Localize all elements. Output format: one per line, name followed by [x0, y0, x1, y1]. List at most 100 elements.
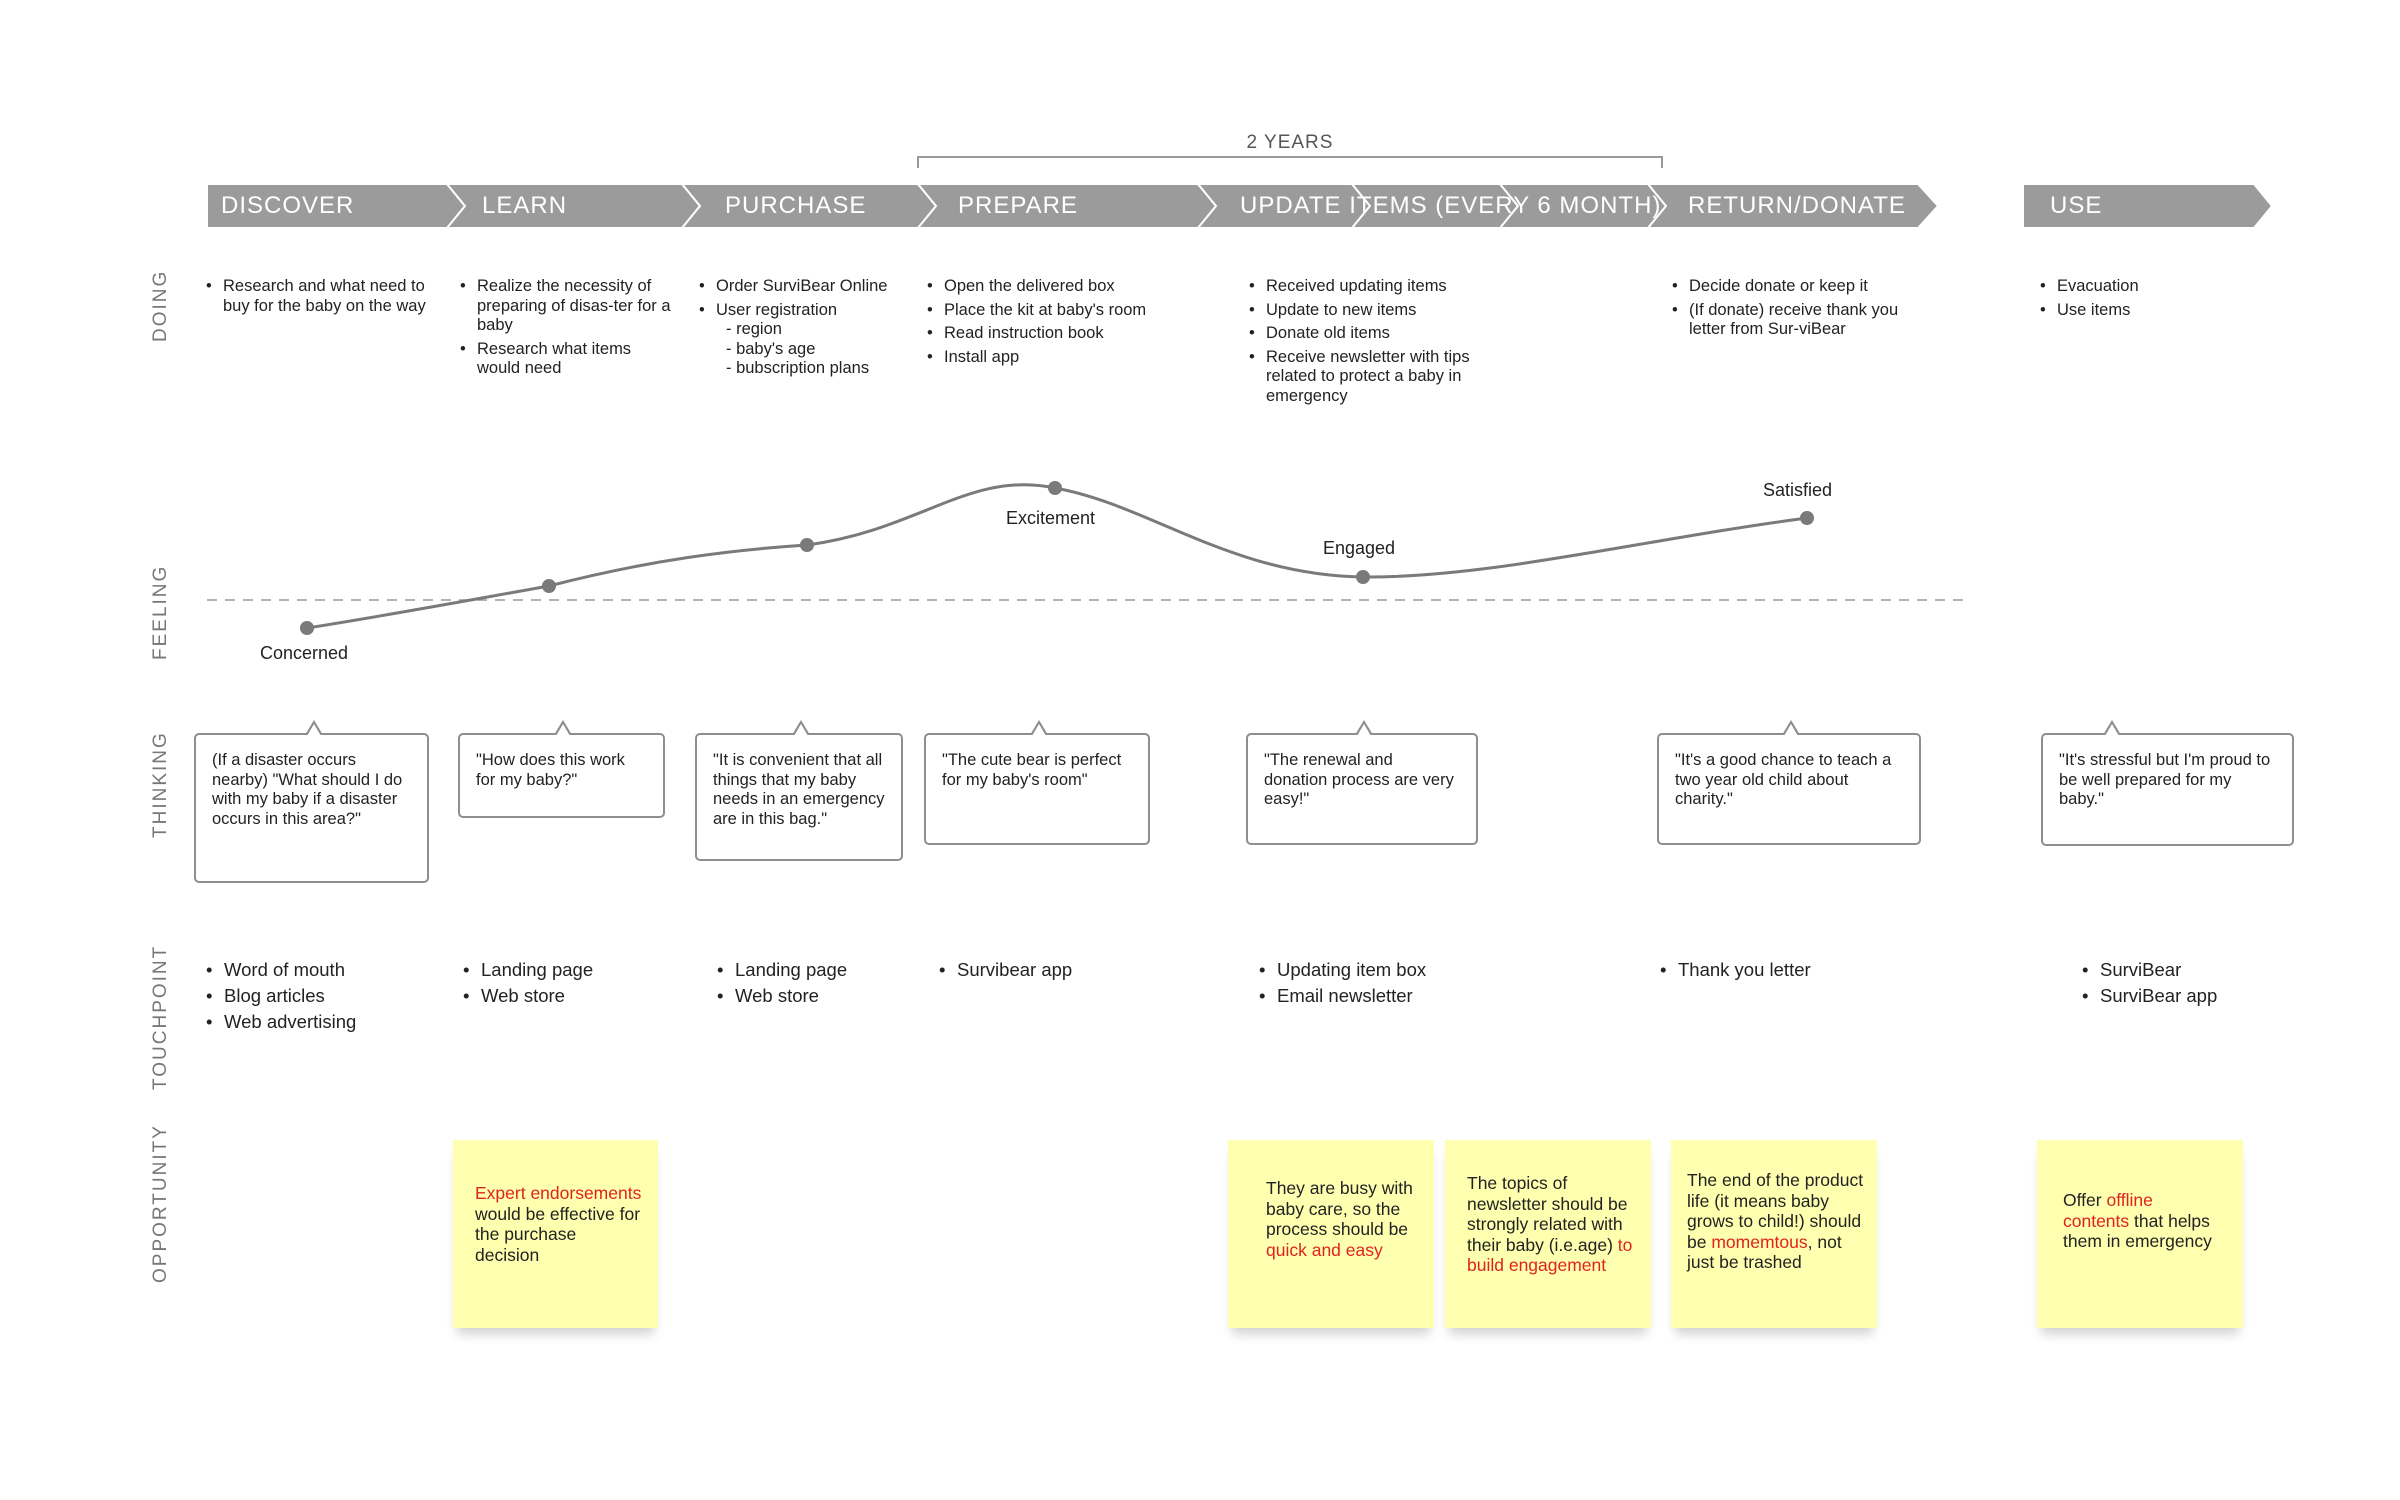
- thought-bubble-return: "It's a good chance to teach a two year …: [1657, 720, 1921, 845]
- list-item: (If donate) receive thank you letter fro…: [1672, 301, 1914, 340]
- feeling-point-learn: [542, 579, 556, 593]
- list-item: Receive newsletter with tips related to …: [1249, 348, 1506, 407]
- list-item: Realize the necessity of preparing of di…: [460, 277, 677, 336]
- list-item: Word of mouth: [206, 957, 424, 983]
- list-item: Decide donate or keep it: [1672, 277, 1914, 297]
- row-label-feeling: FEELING: [150, 564, 171, 660]
- doing-purchase: Order SurviBear Online User registration…: [699, 277, 936, 383]
- feeling-point-concerned: [300, 621, 314, 635]
- list-item: Install app: [927, 348, 1204, 368]
- stage-purchase: PURCHASE: [725, 192, 867, 219]
- opportunity-note-return: The end of the product life (it means ba…: [1671, 1140, 1877, 1328]
- doing-discover: Research and what need to buy for the ba…: [206, 277, 433, 320]
- feeling-point-excitement: [1048, 481, 1062, 495]
- list-item: SurviBear: [2082, 957, 2300, 983]
- opportunity-text: , not just be trashed: [1687, 1231, 1842, 1273]
- doing-prepare: Open the delivered box Place the kit at …: [927, 277, 1204, 371]
- opportunity-note-update-1: They are busy with baby care, so the pro…: [1228, 1140, 1434, 1328]
- opportunity-text: They are busy with baby care, so the pro…: [1266, 1178, 1413, 1239]
- thought-text: "The renewal and donation process are ve…: [1264, 751, 1454, 808]
- doing-return: Decide donate or keep it (If donate) rec…: [1672, 277, 1914, 344]
- thought-bubble-learn: "How does this work for my baby?": [458, 720, 665, 818]
- thought-text: "The cute bear is perfect for my baby's …: [942, 751, 1122, 789]
- thought-bubble-update: "The renewal and donation process are ve…: [1246, 720, 1478, 845]
- sub-item: - region: [726, 320, 782, 338]
- opportunity-highlight: offline contents: [2063, 1190, 2153, 1231]
- opportunity-highlight: Expert endorsements: [475, 1183, 642, 1203]
- thought-text: (If a disaster occurs nearby) "What shou…: [212, 751, 403, 828]
- sub-item: - baby's age: [726, 339, 816, 358]
- touchpoint-purchase: Landing page Web store: [717, 957, 935, 1009]
- thought-bubble-prepare: "The cute bear is perfect for my baby's …: [924, 720, 1150, 845]
- opportunity-note-update-2: The topics of newsletter should be stron…: [1445, 1140, 1651, 1328]
- thought-text: "It's a good chance to teach a two year …: [1675, 751, 1892, 808]
- touchpoint-learn: Landing page Web store: [463, 957, 681, 1009]
- stage-return-donate: RETURN/DONATE: [1688, 192, 1906, 219]
- opportunity-text: that helps them in emergency: [2063, 1210, 2212, 1252]
- touchpoint-update: Updating item box Email newsletter: [1259, 957, 1517, 1009]
- doing-update: Received updating items Update to new it…: [1249, 277, 1506, 410]
- list-item: Evacuation: [2040, 277, 2257, 297]
- thought-text: "It is convenient that all things that m…: [713, 751, 885, 828]
- row-label-opportunity: OPPORTUNITY: [150, 1124, 171, 1283]
- touchpoint-use: SurviBear SurviBear app: [2082, 957, 2300, 1009]
- feeling-label-satisfied: Satisfied: [1763, 480, 1833, 500]
- opportunity-text: would be effective for the purchase deci…: [475, 1203, 641, 1265]
- thought-text: "It's stressful but I'm proud to be well…: [2059, 751, 2271, 808]
- list-item: Update to new items: [1249, 301, 1506, 321]
- thought-bubble-discover: (If a disaster occurs nearby) "What shou…: [194, 720, 429, 883]
- list-item: Survibear app: [939, 957, 1157, 983]
- list-item: Research and what need to buy for the ba…: [206, 277, 433, 316]
- touchpoint-return: Thank you letter: [1660, 957, 1898, 983]
- stage-use: USE: [2050, 192, 2103, 219]
- list-item: Place the kit at baby's room: [927, 301, 1204, 321]
- doing-use: Evacuation Use items: [2040, 277, 2257, 324]
- list-item: Use items: [2040, 301, 2257, 321]
- list-item: Landing page: [717, 957, 935, 983]
- timeline-bracket: [917, 156, 1663, 168]
- feeling-label-engaged: Engaged: [1323, 538, 1396, 558]
- list-item: Web advertising: [206, 1009, 424, 1035]
- opportunity-note-learn: Expert endorsements would be effective f…: [453, 1140, 658, 1328]
- list-item: Open the delivered box: [927, 277, 1204, 297]
- opportunity-highlight: quick and easy: [1266, 1239, 1383, 1260]
- list-item: Order SurviBear Online: [699, 277, 936, 297]
- list-item-text: User registration: [716, 300, 838, 319]
- stage-prepare: PREPARE: [958, 192, 1078, 219]
- timeline-bracket-label: 2 YEARS: [1246, 132, 1334, 153]
- touchpoint-prepare: Survibear app: [939, 957, 1157, 983]
- stage-discover: DISCOVER: [221, 192, 355, 219]
- opportunity-text: The end of the product life (it means ba…: [1687, 1170, 1864, 1252]
- opportunity-text: The topics of newsletter should be stron…: [1467, 1173, 1628, 1255]
- list-item: Research what items would need: [460, 340, 677, 379]
- list-item: User registration - region - baby's age …: [699, 300, 936, 379]
- opportunity-note-use: Offer offline contents that helps them i…: [2037, 1140, 2243, 1328]
- thought-bubble-use: "It's stressful but I'm proud to be well…: [2041, 720, 2294, 846]
- list-item: Received updating items: [1249, 277, 1506, 297]
- thought-bubble-purchase: "It is convenient that all things that m…: [695, 720, 903, 861]
- list-item: Updating item box: [1259, 957, 1517, 983]
- thought-text: "How does this work for my baby?": [476, 751, 625, 789]
- row-label-thinking: THINKING: [150, 731, 171, 838]
- list-item: Donate old items: [1249, 324, 1506, 344]
- feeling-label-excitement: Excitement: [1006, 508, 1096, 528]
- list-item: SurviBear app: [2082, 983, 2300, 1009]
- list-item: Read instruction book: [927, 324, 1204, 344]
- feeling-point-purchase: [800, 538, 814, 552]
- opportunity-highlight: momemtous: [1711, 1231, 1808, 1252]
- list-item: Web store: [463, 983, 681, 1009]
- stage-learn: LEARN: [482, 192, 568, 219]
- doing-learn: Realize the necessity of preparing of di…: [460, 277, 677, 383]
- row-label-doing: DOING: [150, 269, 171, 342]
- stage-update-items: UPDATE ITEMS (EVERY 6 MONTH): [1240, 192, 1662, 219]
- touchpoint-discover: Word of mouth Blog articles Web advertis…: [206, 957, 424, 1035]
- list-item: Landing page: [463, 957, 681, 983]
- list-item: Web store: [717, 983, 935, 1009]
- feeling-label-concerned: Concerned: [260, 643, 349, 663]
- feeling-curve: [306, 483, 1808, 630]
- sub-item: - bubscription plans: [726, 359, 870, 377]
- feeling-point-engaged: [1356, 570, 1370, 584]
- list-item: Email newsletter: [1259, 983, 1517, 1009]
- opportunity-highlight: to build engagement: [1467, 1234, 1633, 1276]
- list-item: Thank you letter: [1660, 957, 1898, 983]
